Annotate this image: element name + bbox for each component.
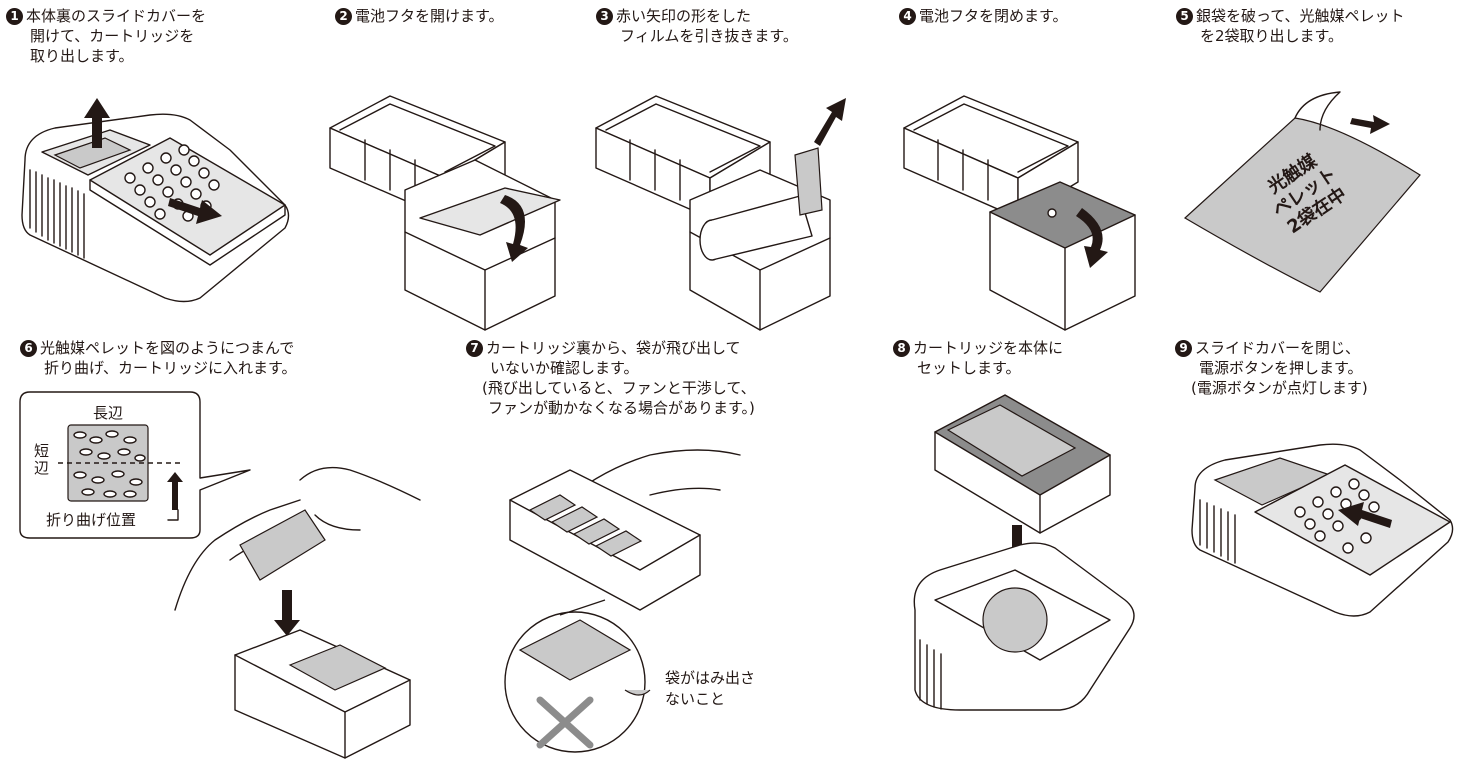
- silver-bag: [1183, 117, 1421, 293]
- x-mark: [536, 696, 594, 749]
- step-number: 2: [335, 8, 352, 25]
- step-number: 9: [1175, 340, 1192, 357]
- hand-left: [174, 499, 301, 611]
- film-tab: [794, 147, 823, 216]
- step-number: 4: [899, 8, 916, 25]
- close-arrow: [1076, 208, 1108, 268]
- step-number: 6: [20, 340, 37, 357]
- step-number: 8: [893, 340, 910, 357]
- warning-note: 袋がはみ出さ ないこと: [665, 669, 756, 708]
- up-arrow: [84, 98, 110, 148]
- pull-arrow: [814, 98, 846, 146]
- short-side-label: 短 辺: [34, 442, 50, 477]
- long-side-label: 長辺: [93, 404, 124, 422]
- fan: [982, 587, 1048, 653]
- step-number: 5: [1176, 8, 1193, 25]
- right-arrow: [168, 198, 222, 224]
- rotate-arrow: [500, 195, 528, 262]
- close-cover-arrow: [1338, 502, 1392, 528]
- hand-right: [299, 466, 421, 501]
- tear-arrow: [1350, 115, 1390, 134]
- step-number: 3: [596, 8, 613, 25]
- down-arrow: [274, 590, 300, 636]
- step-number: 1: [6, 8, 23, 25]
- step-number: 7: [466, 340, 483, 357]
- fold-position-label: 折り曲げ位置: [46, 511, 137, 529]
